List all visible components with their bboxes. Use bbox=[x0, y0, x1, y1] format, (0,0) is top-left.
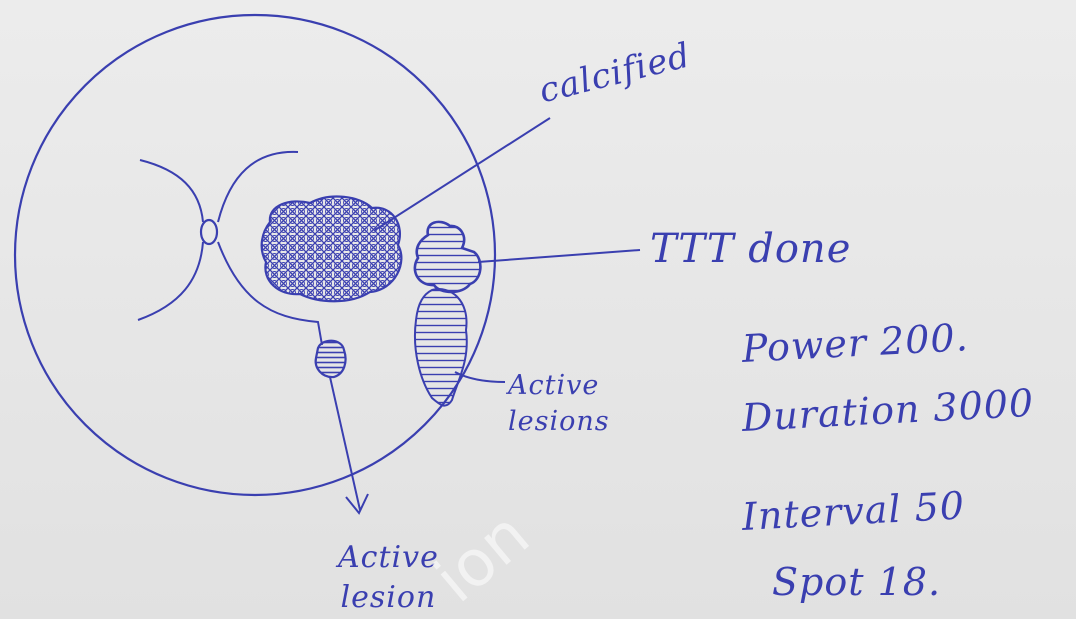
param-interval-value: 50 bbox=[913, 483, 966, 530]
param-duration-name: Duration bbox=[741, 387, 922, 440]
active-lesion-label: Active lesion bbox=[338, 538, 439, 618]
ttt-done-label: TTT done bbox=[650, 226, 851, 272]
calcified-lesion bbox=[262, 197, 402, 302]
param-duration-value: 3000 bbox=[932, 381, 1035, 430]
param-interval-name: Interval bbox=[741, 487, 903, 539]
param-power-value: 200. bbox=[879, 315, 970, 364]
active-lesion-label-line2: lesion bbox=[338, 578, 439, 618]
param-power-name: Power bbox=[741, 320, 868, 370]
ttt-treated-lesion bbox=[415, 222, 481, 292]
active-lesions-label-line2: lesions bbox=[508, 404, 610, 440]
param-spot: Spot 18. bbox=[772, 560, 941, 604]
param-spot-name: Spot bbox=[772, 560, 865, 604]
param-spot-value: 18. bbox=[878, 560, 941, 604]
active-lesions-temporal bbox=[415, 289, 467, 406]
active-lesion-inferior bbox=[316, 341, 346, 377]
active-lesions-label-line1: Active bbox=[508, 368, 610, 404]
active-lesions-label: Active lesions bbox=[508, 368, 610, 440]
leader-lines bbox=[330, 118, 640, 513]
